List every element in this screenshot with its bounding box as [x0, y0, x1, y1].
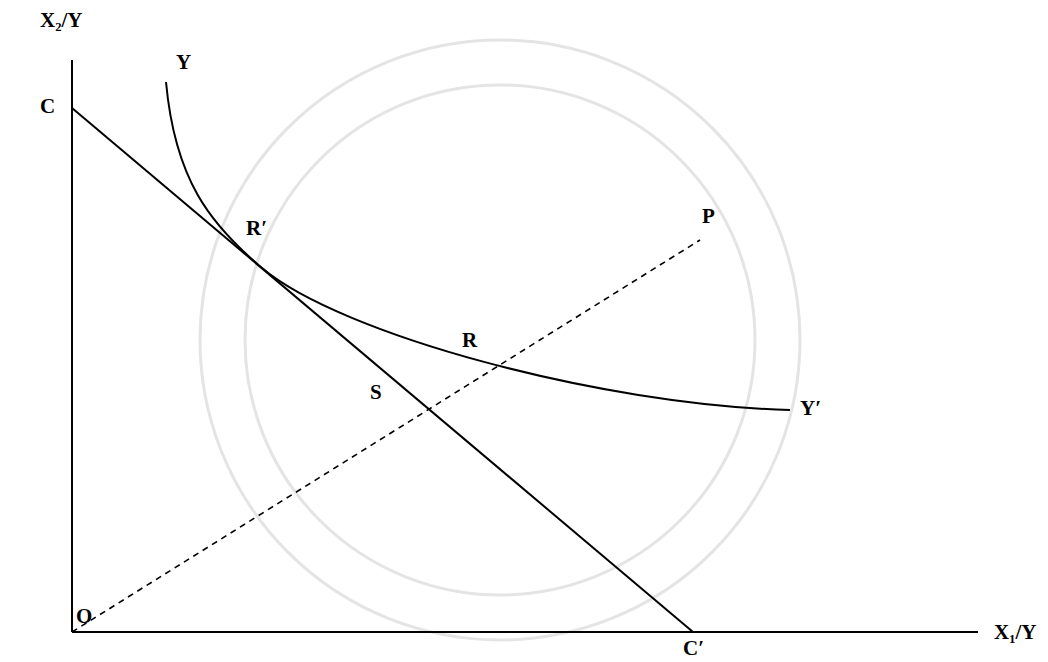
point-label: C′	[683, 638, 704, 659]
origin-label: O	[76, 606, 92, 627]
cost-line	[72, 108, 693, 632]
axis-label: X₂/Y	[40, 10, 82, 31]
isoquant-curve	[166, 82, 790, 410]
vertical-axis	[71, 60, 73, 632]
watermark-seal	[200, 40, 800, 640]
point-label: R′	[246, 218, 267, 239]
horizontal-axis	[72, 631, 978, 633]
point-label: R	[462, 330, 477, 351]
ray-label: P	[702, 206, 715, 227]
curve-label: Y	[176, 52, 191, 73]
axis-label: X₁/Y	[994, 622, 1036, 643]
ray-line	[72, 240, 700, 632]
point-label: C	[40, 96, 55, 117]
point-label: S	[370, 382, 382, 403]
curve-label: Y′	[800, 398, 821, 419]
